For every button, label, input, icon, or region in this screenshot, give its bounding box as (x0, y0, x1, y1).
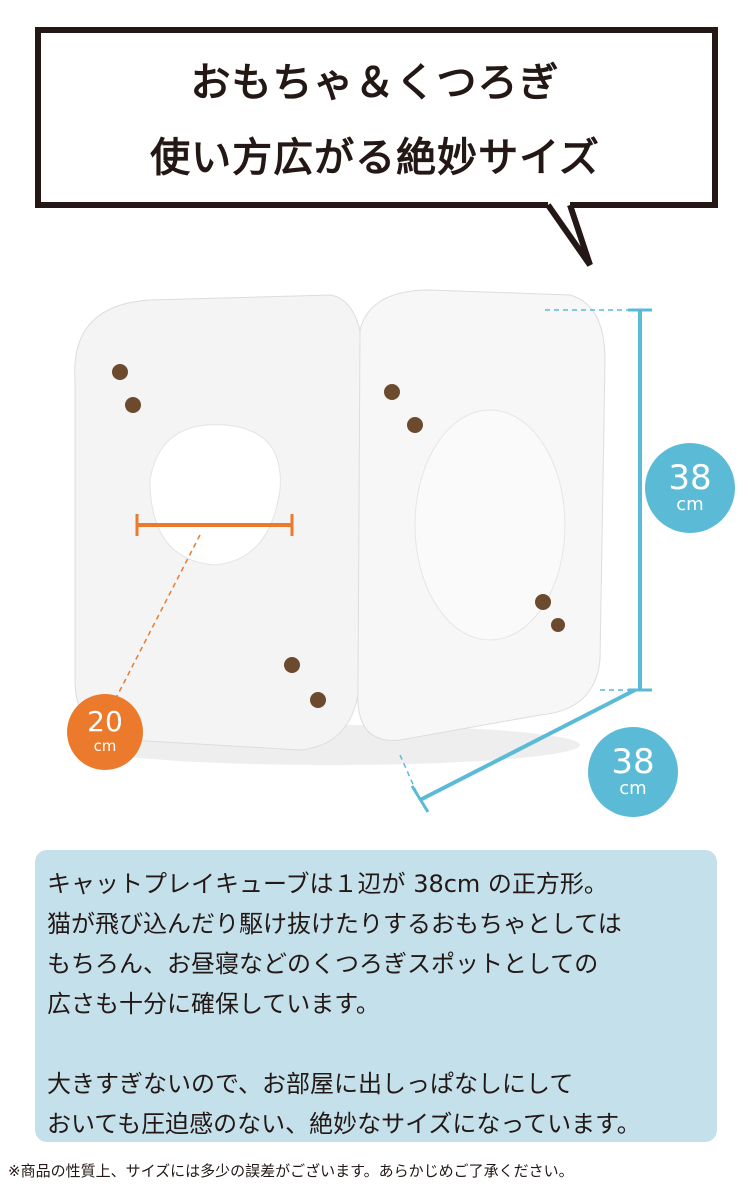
heading-line-2: 使い方広がる絶妙サイズ (150, 135, 600, 181)
heading-line-1: おもちゃ＆くつろぎ (190, 60, 560, 106)
hole-unit: cm (93, 737, 117, 755)
depth-value: 38 (611, 742, 655, 782)
description-line: キャットプレイキューブは１辺が 38cm の正方形。 (47, 870, 608, 898)
description-box: キャットプレイキューブは１辺が 38cm の正方形。 猫が飛び込んだり駆け抜けた… (35, 850, 717, 1142)
speech-bubble (35, 27, 718, 813)
height-value: 38 (668, 458, 712, 498)
footnote: ※商品の性質上、サイズには多少の誤差がございます。あらかじめご了承ください。 (8, 1162, 574, 1180)
hole-value: 20 (87, 705, 123, 738)
cat-cube-illustration (74, 289, 652, 813)
depth-badge: 38 cm (588, 727, 678, 817)
description-line: もちろん、お昼寝などのくつろぎスポットとしての (47, 950, 599, 978)
height-unit: cm (676, 494, 704, 515)
depth-unit: cm (619, 778, 647, 799)
description-line: 広さも十分に確保しています。 (47, 990, 380, 1018)
height-badge: 38 cm (645, 443, 735, 533)
description-line: 大きすぎないので、お部屋に出しっぱなしにして (47, 1070, 574, 1098)
hole-badge: 20 cm (67, 694, 143, 770)
description-line: おいても圧迫感のない、絶妙なサイズになっています。 (47, 1110, 641, 1138)
description-line: 猫が飛び込んだり駆け抜けたりするおもちゃとしては (47, 910, 622, 938)
